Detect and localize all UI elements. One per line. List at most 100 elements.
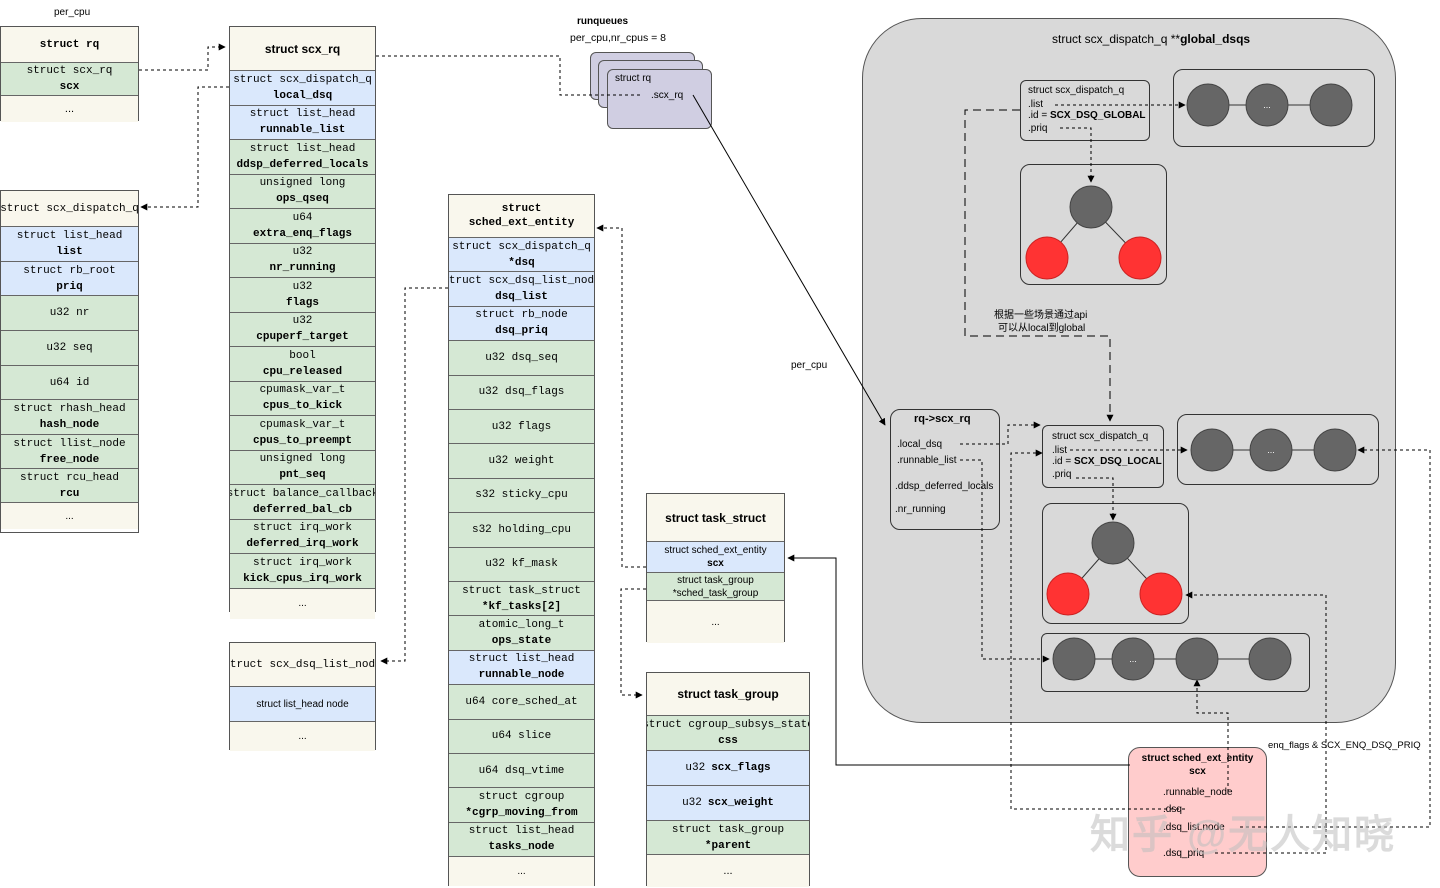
row-type: u64 core_sched_at [465,695,578,708]
row-type: u64 dsq_vtime [478,764,565,777]
row-type: u32 [292,280,313,293]
struct-rq-title: struct rq [1,27,138,62]
row-type: u64 [292,211,313,224]
row-type: u32 nr [49,307,90,319]
struct-sched-ext-entity-row: struct rb_node dsq_priq [449,305,594,341]
global-q-line: .list [1028,99,1043,110]
global-list-node [1186,83,1230,127]
global-dispatch-q-box: struct scx_dispatch_q .list .id = SCX_DS… [1020,80,1150,141]
pink-field: .runnable_node [1163,787,1233,798]
row-name: nr_running [269,262,336,275]
connector-scx-rq-runqueue [376,55,642,96]
watermark: 知乎 @无人知晓 [1090,813,1397,857]
row-type: bool [289,349,316,362]
runqueue-card-front: struct rq .scx_rq [607,69,712,129]
local-q-line: .list [1052,445,1067,456]
row-type: struct rb_root [23,264,116,277]
local-tree-leaf [1139,572,1183,616]
row-name: cpuperf_target [256,331,349,344]
row-name: hash_node [39,419,100,431]
row-type: unsigned long [259,177,346,190]
connector-global-local [964,109,1114,422]
rq-scx-rq-field: .local_dsq [897,439,943,450]
pink-title-2: scx [1189,766,1206,777]
struct-sched-ext-entity-row: s32 holding_cpu [449,512,594,547]
row-name: kick_cpus_irq_work [243,572,362,585]
enq-flags-label: enq_flags & SCX_ENQ_DSQ_PRIQ [1268,740,1421,751]
struct-rq-row: ... [1,95,138,122]
row-type: struct scx_dispatch_q [233,73,372,86]
struct-task-group-row: ... [647,854,809,887]
global-dsqs-title: struct scx_dispatch_q **global_dsqs [1052,32,1251,46]
runqueue-stack: struct rq .scx_rq [590,52,715,132]
row-type: struct irq_work [252,522,353,535]
struct-sched-ext-entity-row: ... [449,856,594,887]
local-q-line: .priq [1052,469,1072,480]
row-name: dsq_priq [495,325,548,338]
connector-pink-priq [1185,591,1327,854]
row-name: pnt_seq [279,469,326,482]
connector-local-dsq [140,86,229,211]
runqueue-card-line1: struct rq [615,73,652,84]
connector-local-priq [1076,477,1117,521]
row-type: struct irq_work [252,556,353,569]
row-name: free_node [39,453,100,466]
struct-task-struct-title: struct task_struct [647,494,784,541]
row-type: atomic_long_t [478,619,565,632]
row-type: u32 dsq_seq [485,351,558,364]
row-type: cpumask_var_t [259,384,346,397]
runnable-list-node [1111,637,1155,681]
struct-task-group-box: struct task_group struct cgroup_subsys_s… [646,672,810,887]
row-name: deferred_bal_cb [252,503,353,516]
connector-pink-dsqlist [1240,446,1431,828]
row-type: u32 seq [46,342,93,354]
local-list-node [1313,428,1357,472]
struct-sched-ext-entity-row: struct cgroup*cgrp_moving_from [449,787,594,822]
row-type: struct cgroup [478,791,565,804]
connector-pink-task [787,554,1130,766]
struct-sched-ext-entity-row: struct task_struct*kf_tasks[2] [449,581,594,616]
struct-scx-rq-row: ... [230,587,375,619]
struct-sched-ext-entity-row: u64 dsq_vtime [449,753,594,788]
global-tree-root [1069,185,1113,229]
runnable-list-node [1248,637,1292,681]
row-name: cpu_released [262,365,343,378]
row-name: dsq_list [495,291,548,304]
struct-task-struct-row: struct task_group*sched_task_group [647,572,784,600]
struct-sched-ext-entity-row: u32 flags [449,409,594,444]
row-type: struct balance_callback [230,487,375,500]
connector-pink-runnable [1193,679,1229,792]
row-name: tasks_node [488,841,555,854]
rq-scx-rq-field: .runnable_list [897,455,957,466]
struct-sched-ext-entity-row: u32 kf_mask [449,546,594,581]
row-type: u32 [292,315,313,328]
connector-pink-dsq [1010,449,1185,810]
row-type: struct task_struct [462,584,581,597]
row-type: u32 weight [488,455,555,468]
row-name: runnable_list [259,124,346,137]
row-type: u32 kf_mask [485,558,558,571]
connector-task-group [620,588,646,699]
pink-title-1: struct sched_ext_entity [1141,753,1254,764]
row-type: struct list_head [468,825,575,838]
struct-scx-dsq-list-node-box: struct scx_dsq_list_node struct list_hea… [229,642,376,751]
row-name: cpus_to_preempt [252,434,353,447]
row-type: struct scx_dispatch_q [452,240,591,253]
struct-scx-rq-title: struct scx_rq [230,27,375,70]
row-type: struct rb_node [475,309,568,322]
